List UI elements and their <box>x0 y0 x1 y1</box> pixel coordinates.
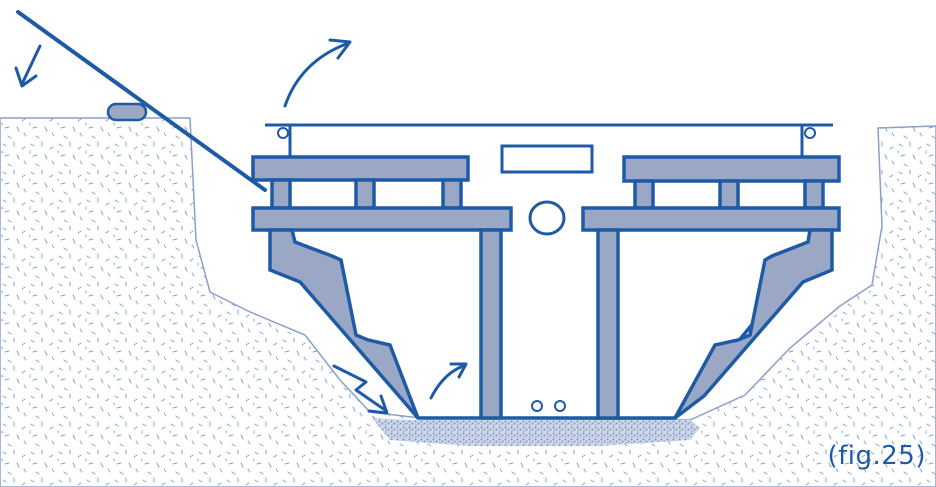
figure-caption: (fig.25) <box>827 441 926 471</box>
left-post-1 <box>270 178 292 210</box>
right-top-rail <box>622 155 841 183</box>
rock-icon <box>106 102 148 122</box>
center-port <box>528 200 566 236</box>
left-post-2 <box>354 178 376 210</box>
left-inner-support <box>479 228 503 420</box>
left-buttress <box>268 228 420 420</box>
left-top-rail <box>251 155 470 182</box>
tank <box>251 144 841 420</box>
right-buttress <box>673 228 834 420</box>
pry-pole <box>16 10 267 192</box>
roller-right <box>804 127 816 139</box>
right-post-3 <box>803 179 825 210</box>
right-lower-rail <box>581 206 841 232</box>
tank-body <box>274 228 832 420</box>
lid-assembly <box>265 123 833 157</box>
curved-arrow-icon-lift <box>283 38 352 108</box>
curved-arrow-icon-tilt <box>429 362 468 400</box>
pivot-arrow-icon <box>14 44 42 88</box>
inspection-window <box>500 144 594 174</box>
left-post-3 <box>441 178 463 210</box>
arrows <box>14 38 468 415</box>
right-inner-support <box>596 228 620 420</box>
gravel-bed <box>372 418 700 446</box>
right-post-2 <box>718 179 740 210</box>
drain-hole-right <box>554 400 566 412</box>
lightning-arrow-icon <box>332 364 389 415</box>
left-lower-rail <box>251 206 513 232</box>
drain-hole-left <box>531 400 543 412</box>
roller-left <box>277 127 289 139</box>
ground-section <box>0 117 936 487</box>
right-post-1 <box>633 179 655 210</box>
